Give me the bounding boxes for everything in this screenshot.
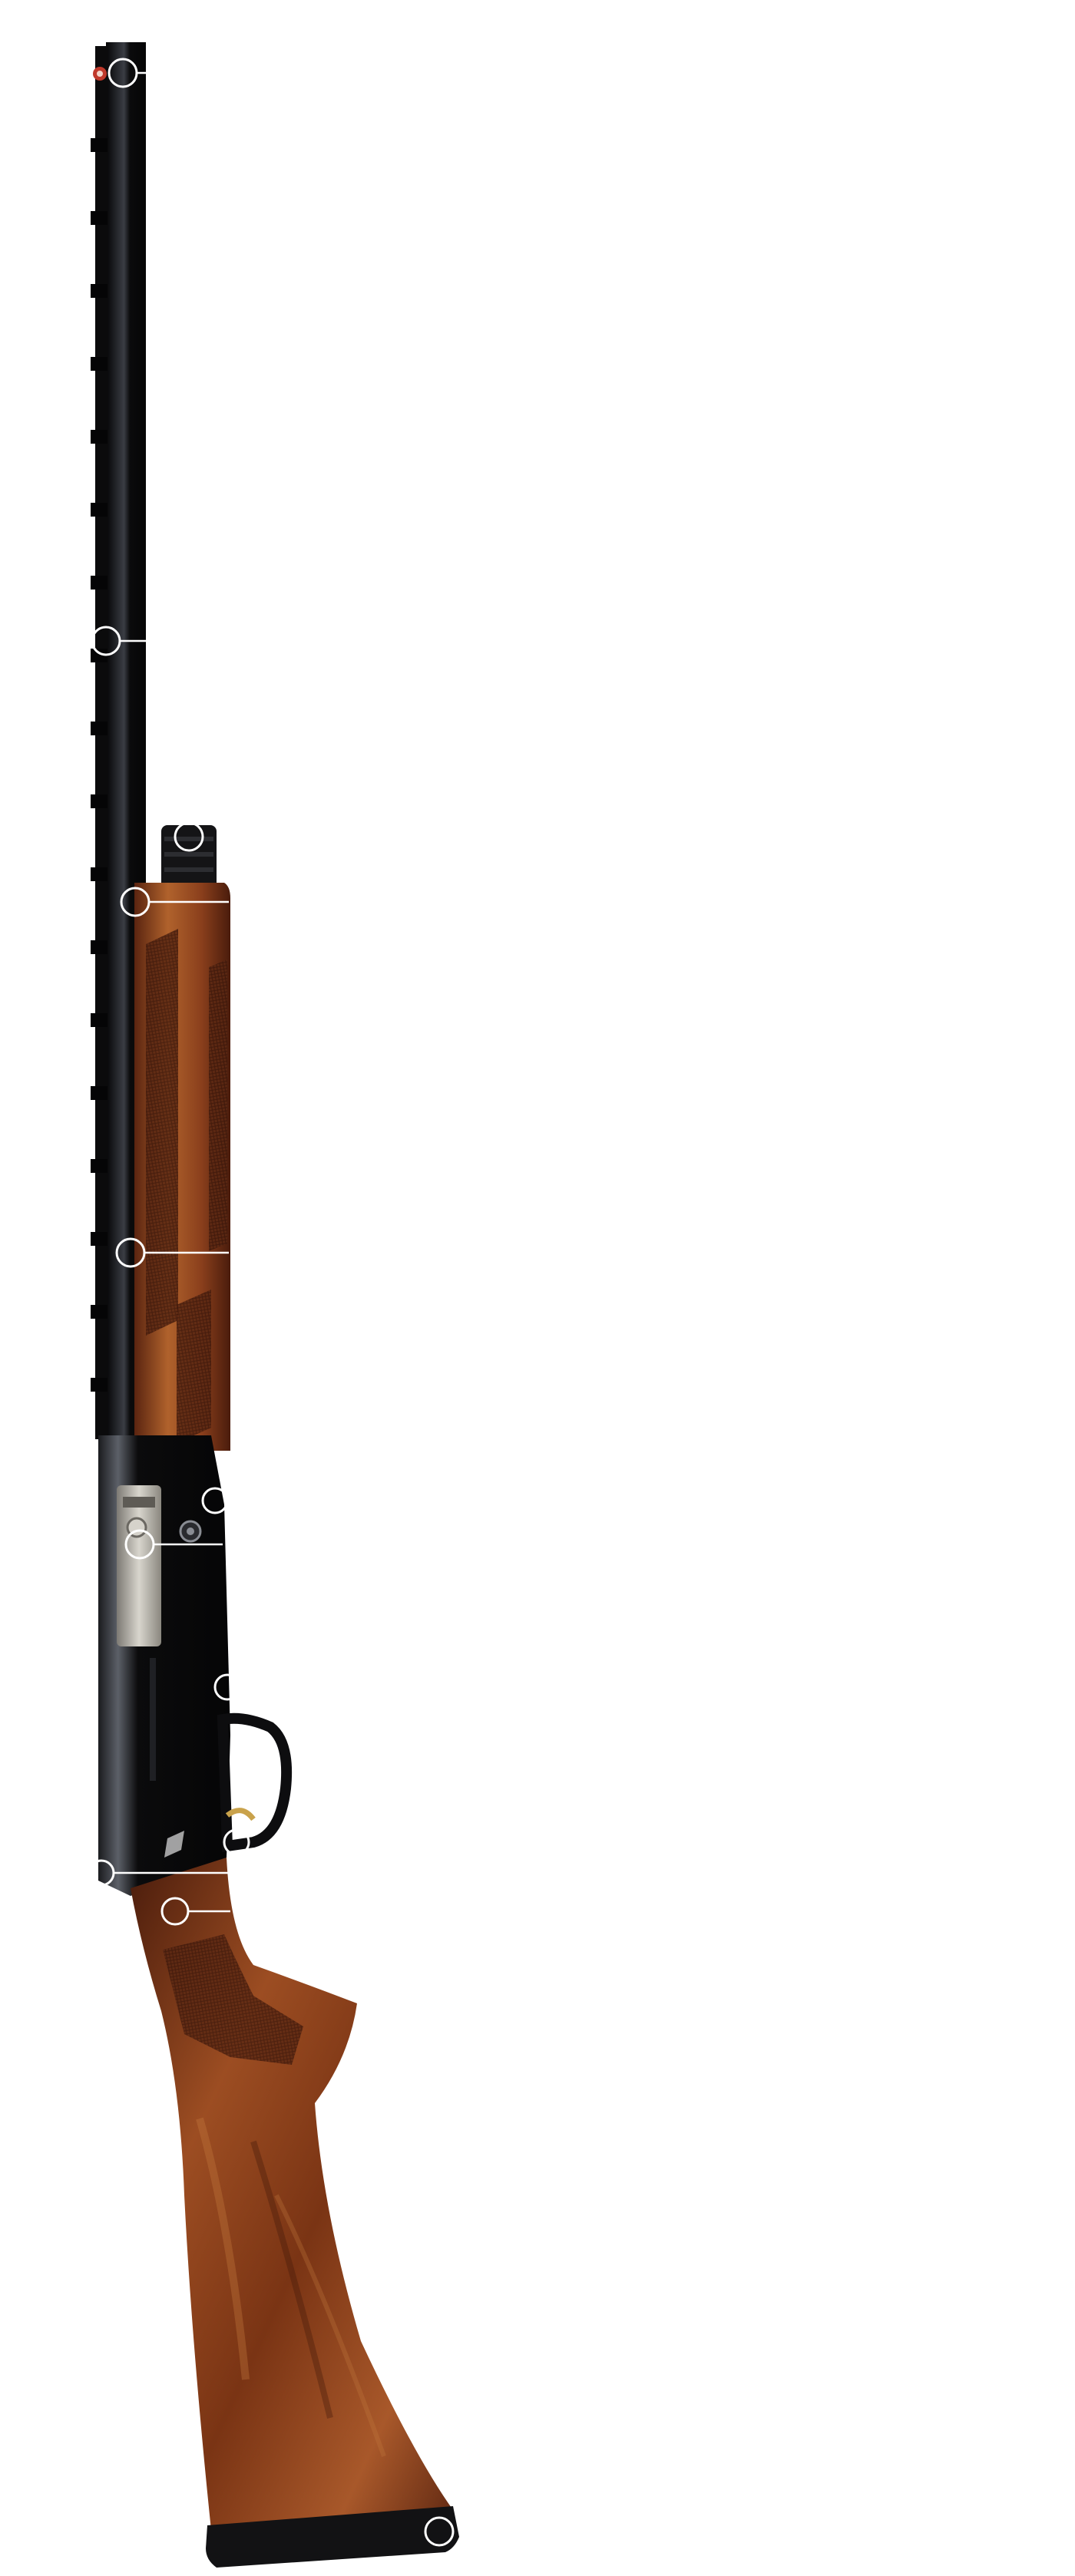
stock xyxy=(131,1858,459,2568)
forend xyxy=(134,883,230,1451)
receiver xyxy=(98,1435,230,1896)
hotspot-ring-icon[interactable] xyxy=(88,1859,115,1887)
hotspot-ring-icon[interactable] xyxy=(160,1897,190,1926)
barrel xyxy=(91,42,146,1439)
hotspot-ring-icon[interactable] xyxy=(201,1487,229,1514)
hotspot-ejection-port[interactable] xyxy=(213,1673,241,1701)
bolt xyxy=(117,1485,161,1646)
hotspot-ring-icon[interactable] xyxy=(353,2257,381,2284)
hotspot-safety[interactable] xyxy=(223,1828,250,1856)
hotspot-barrel-rib[interactable] xyxy=(91,626,150,656)
rib-post xyxy=(91,576,108,590)
hotspot-magazine-cap[interactable] xyxy=(174,821,204,852)
rib-post xyxy=(91,940,108,954)
hotspot-ring-icon[interactable] xyxy=(174,821,204,852)
rib-post xyxy=(91,284,108,298)
rib-post xyxy=(91,1378,108,1392)
hotspot-ring-icon[interactable] xyxy=(424,2516,455,2547)
hotspot-ring-icon[interactable] xyxy=(223,1828,250,1856)
hotspot-ring-icon[interactable] xyxy=(91,626,121,656)
rib-post xyxy=(91,722,108,735)
rib-post xyxy=(91,138,108,152)
rib-post xyxy=(91,1086,108,1100)
hotspot-grip-checkering[interactable] xyxy=(353,2257,381,2284)
hotspot-ring-icon[interactable] xyxy=(120,887,150,917)
hotspot-receiver-rear[interactable] xyxy=(160,1897,230,1926)
rib-post xyxy=(91,503,108,517)
hotspot-trigger-guard[interactable] xyxy=(88,1859,230,1887)
hotspot-bolt-release[interactable] xyxy=(124,1529,223,1560)
rib-post xyxy=(91,649,108,662)
trigger-guard xyxy=(217,1712,293,1853)
rib-post xyxy=(91,1159,108,1173)
hotspot-forend-front[interactable] xyxy=(120,887,229,917)
rib-post xyxy=(91,1305,108,1319)
hotspot-forend-rear[interactable] xyxy=(115,1237,229,1268)
hotspot-ring-icon[interactable] xyxy=(213,1673,241,1701)
rib-post xyxy=(91,1232,108,1246)
hotspot-muzzle[interactable] xyxy=(108,58,146,88)
rib-post xyxy=(91,1013,108,1027)
trigger-icon xyxy=(225,1808,256,1821)
hotspot-stock-comb[interactable] xyxy=(424,2516,455,2547)
hotspot-bolt-handle[interactable] xyxy=(201,1487,229,1514)
hotspot-layer[interactable] xyxy=(88,58,455,2547)
recoil-pad xyxy=(206,2506,459,2568)
hotspot-ring-icon[interactable] xyxy=(108,58,138,88)
vent-rib xyxy=(91,138,108,1392)
rib-post xyxy=(91,794,108,808)
hotspot-ring-icon[interactable] xyxy=(124,1529,155,1560)
rib-post xyxy=(91,357,108,371)
rib-post xyxy=(91,430,108,444)
brand-mark-icon xyxy=(164,1831,184,1858)
hotspot-ring-icon[interactable] xyxy=(115,1237,146,1268)
rib-post xyxy=(91,867,108,881)
rib-post xyxy=(91,211,108,225)
